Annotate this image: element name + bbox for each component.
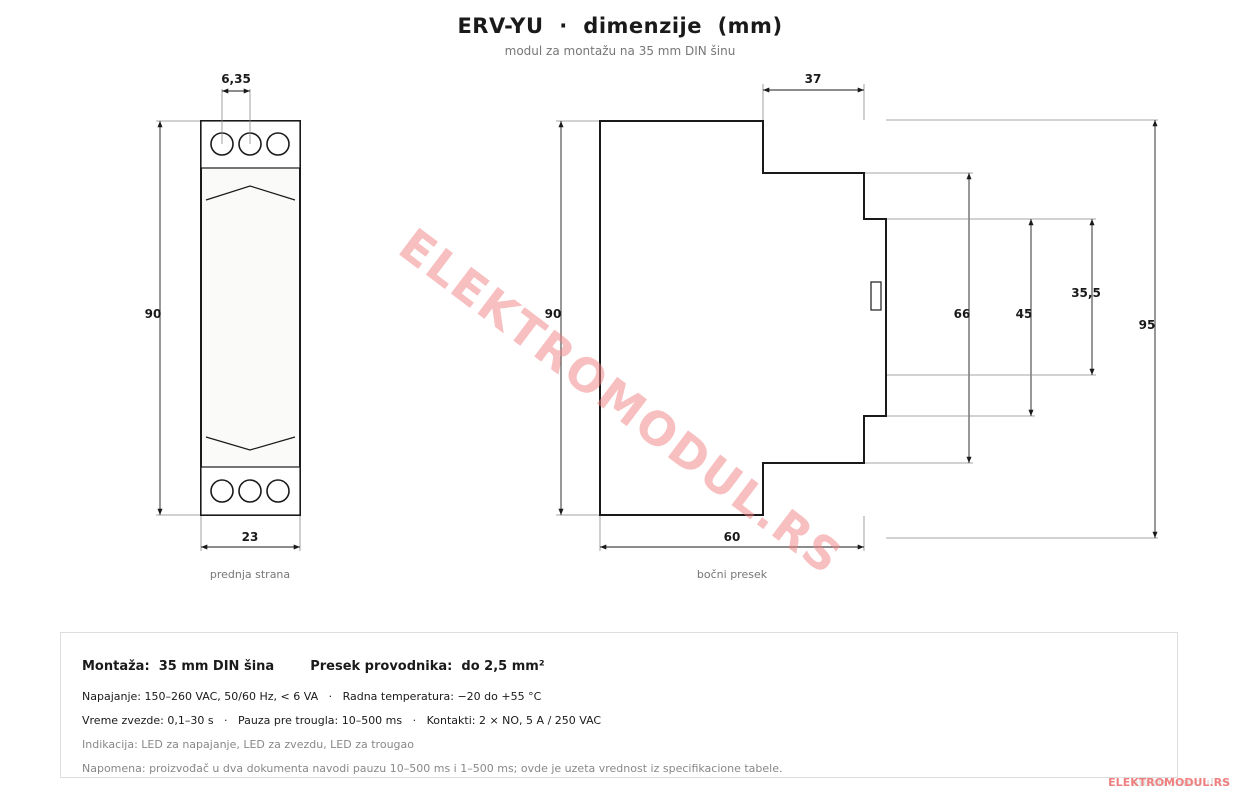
- dim-side-height-label: 90: [545, 307, 562, 321]
- front-chevron-top: [205, 185, 296, 201]
- page-subtitle: modul za montažu na 35 mm DIN šinu: [504, 44, 736, 58]
- dim-355-label: 35,5: [1071, 286, 1101, 300]
- front-view: 6,35 90 23 prednja strana: [145, 72, 301, 581]
- page-title: ERV-YU · dimenzije (mm): [457, 14, 783, 38]
- side-view: 37 90 60 66 45 35,5 95 bočni presek: [545, 72, 1158, 581]
- spec-line-power: Napajanje: 150–260 VAC, 50/60 Hz, < 6 VA…: [82, 690, 542, 703]
- front-body: [200, 120, 301, 516]
- dim-45-label: 45: [1016, 307, 1033, 321]
- spec-header: Montaža: 35 mm DIN šina Presek provodnika…: [82, 659, 545, 674]
- spec-line-note: Napomena: proizvođač u dva dokumenta nav…: [82, 762, 783, 775]
- terminal-screw-bottom-3: [266, 479, 290, 503]
- dimension-drawing: 6,35 90 23 prednja strana 37 90 60: [145, 72, 1158, 585]
- din-clip: [870, 281, 882, 311]
- footer-brand-text: ELEKTROMODUL.RS: [1108, 776, 1230, 789]
- terminal-screw-bottom-1: [210, 479, 234, 503]
- dim-66-label: 66: [954, 307, 971, 321]
- dim-pitch-label: 6,35: [221, 72, 251, 86]
- side-view-caption: bočni presek: [697, 568, 768, 581]
- front-view-caption: prednja strana: [210, 568, 290, 581]
- terminal-screw-top-3: [266, 132, 290, 156]
- dim-95-label: 95: [1139, 318, 1156, 332]
- side-profile-outline: [599, 120, 887, 516]
- spec-line-indication: Indikacija: LED za napajanje, LED za zve…: [82, 738, 414, 751]
- footer-brand: elektromodul.rs ELEKTROMODUL.RS: [1108, 776, 1230, 789]
- spec-conductor: Presek provodnika: do 2,5 mm²: [310, 659, 545, 674]
- dim-front-width-label: 23: [242, 530, 259, 544]
- footer-ghost-text: elektromodul.rs: [1131, 776, 1230, 789]
- spec-mounting: Montaža: 35 mm DIN šina: [82, 659, 275, 674]
- spec-panel: Montaža: 35 mm DIN šina Presek provodnika…: [60, 632, 1178, 778]
- dim-side-top-label: 37: [805, 72, 822, 86]
- spec-line-timing: Vreme zvezde: 0,1–30 s · Pauza pre troug…: [82, 714, 602, 727]
- front-chevron-bottom: [205, 436, 296, 451]
- dim-front-height-label: 90: [145, 307, 162, 321]
- terminal-screw-bottom-2: [238, 479, 262, 503]
- dim-side-depth-label: 60: [724, 530, 741, 544]
